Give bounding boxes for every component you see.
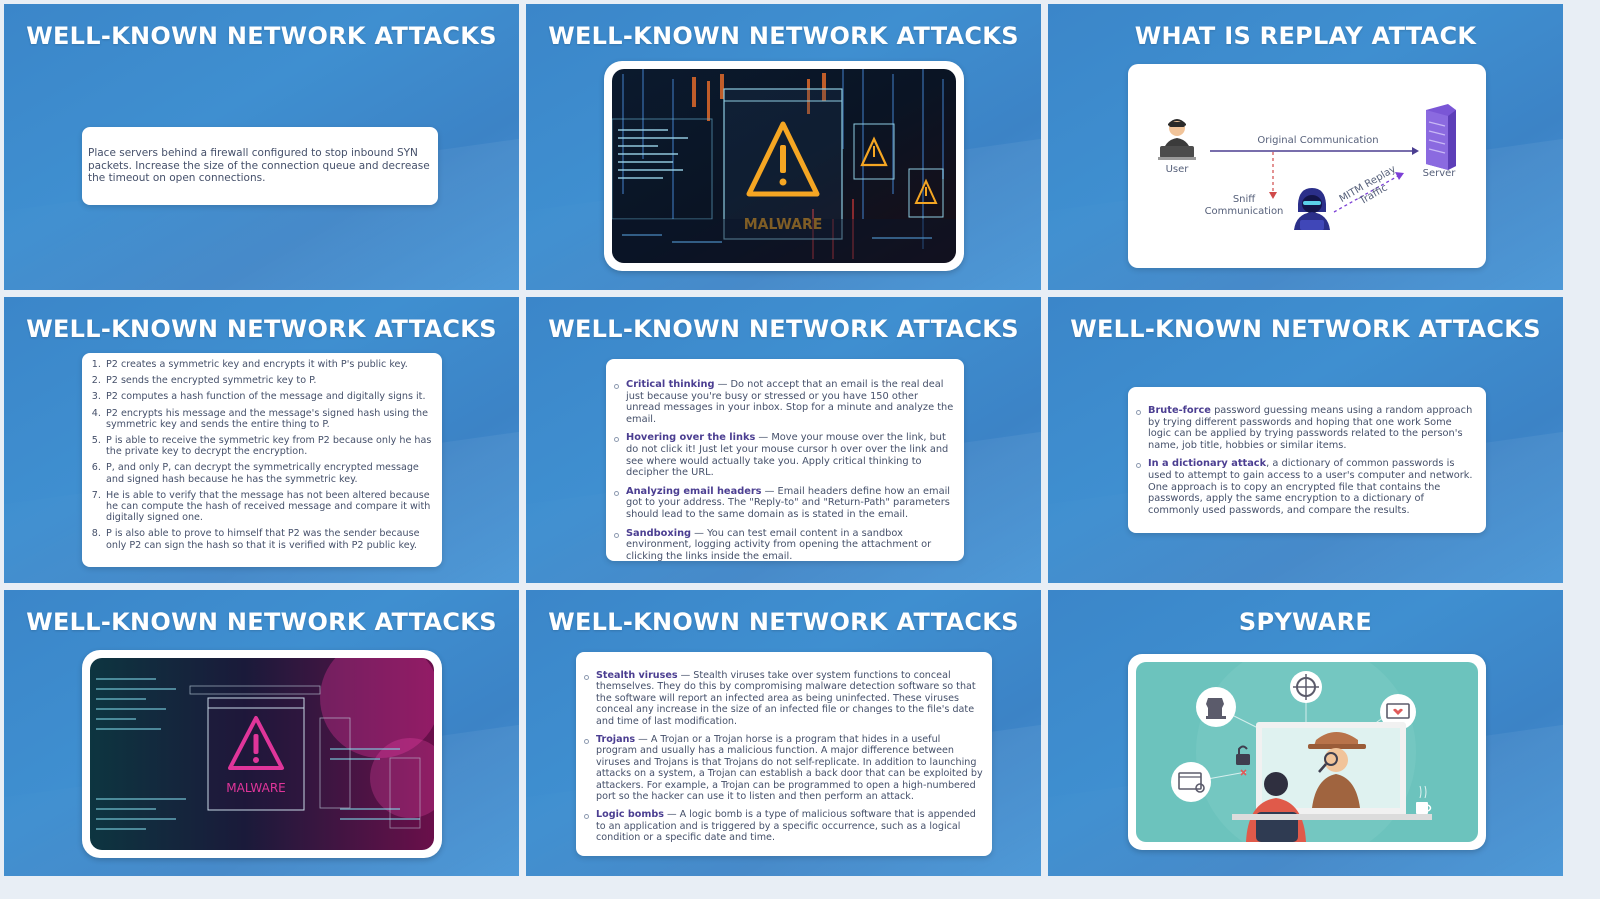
phishing-tips-card: Critical thinking — Do not accept that a… xyxy=(606,359,964,562)
slide-9: SPYWARE xyxy=(1048,590,1563,876)
slide-title: WELL-KNOWN NETWORK ATTACKS xyxy=(1070,315,1541,343)
steps-card: P2 creates a symmetric key and encrypts … xyxy=(82,353,442,567)
server-label: Server xyxy=(1422,168,1456,179)
list-item: Stealth viruses — Stealth viruses take o… xyxy=(584,670,984,727)
password-attacks-list: Brute-force password guessing means usin… xyxy=(1128,387,1486,516)
virus-types-card: Stealth viruses — Stealth viruses take o… xyxy=(576,652,992,856)
slide-title: WHAT IS REPLAY ATTACK xyxy=(1134,22,1477,50)
list-item: Analyzing email headers — Email headers … xyxy=(614,486,954,521)
password-attacks-card: Brute-force password guessing means usin… xyxy=(1128,387,1486,533)
text-card: Place servers behind a firewall configur… xyxy=(82,127,438,205)
hacker-icon xyxy=(1294,188,1330,230)
malware-pink-image: MALWARE xyxy=(90,658,434,850)
slide-title: WELL-KNOWN NETWORK ATTACKS xyxy=(26,22,497,50)
mitm-replay-arrow xyxy=(1333,172,1404,213)
slide-title: WELL-KNOWN NETWORK ATTACKS xyxy=(26,608,497,636)
list-item: In a dictionary attack, a dictionary of … xyxy=(1136,458,1476,516)
list-item: P2 creates a symmetric key and encrypts … xyxy=(104,359,436,370)
warning-icon xyxy=(746,121,820,197)
diagram-card: User Original Communication Server Sniff… xyxy=(1128,64,1486,268)
slide-8: WELL-KNOWN NETWORK ATTACKS Stealth virus… xyxy=(526,590,1041,876)
spyware-illustration xyxy=(1136,662,1478,842)
slide-title: WELL-KNOWN NETWORK ATTACKS xyxy=(548,608,1019,636)
malware-label: MALWARE xyxy=(226,781,285,795)
slide-5: WELL-KNOWN NETWORK ATTACKS Critical thin… xyxy=(526,297,1041,583)
virus-types-list: Stealth viruses — Stealth viruses take o… xyxy=(576,652,992,844)
steps-list: P2 creates a symmetric key and encrypts … xyxy=(82,353,442,551)
coffee-cup-icon xyxy=(1416,785,1432,814)
list-item: He is able to verify that the message ha… xyxy=(104,490,436,524)
original-communication-label: Original Communication xyxy=(1257,135,1379,146)
list-item: P2 computes a hash function of the messa… xyxy=(104,391,436,402)
list-item: P is able to receive the symmetric key f… xyxy=(104,435,436,457)
list-item: Brute-force password guessing means usin… xyxy=(1136,405,1476,451)
target-icon xyxy=(1290,671,1322,703)
list-item: P, and only P, can decrypt the symmetric… xyxy=(104,462,436,484)
user-label: User xyxy=(1165,164,1189,175)
sniff-arrow xyxy=(1269,152,1277,199)
list-item: Critical thinking — Do not accept that a… xyxy=(614,379,954,425)
spyware-image-frame xyxy=(1128,654,1486,850)
server-icon xyxy=(1426,104,1456,170)
list-item: Logic bombs — A logic bomb is a type of … xyxy=(584,809,984,843)
firewall-text: Place servers behind a firewall configur… xyxy=(88,147,430,184)
slide-2: WELL-KNOWN NETWORK ATTACKS xyxy=(526,4,1041,290)
list-item: Trojans — A Trojan or a Trojan horse is … xyxy=(584,734,983,803)
list-item: Hovering over the links — Move your mous… xyxy=(614,432,954,478)
padlock-icon xyxy=(1236,745,1250,776)
slide-title: SPYWARE xyxy=(1238,608,1373,636)
user-icon xyxy=(1158,119,1196,160)
malware-pink-image-frame: MALWARE xyxy=(82,650,442,858)
slide-6: WELL-KNOWN NETWORK ATTACKS Brute-force p… xyxy=(1048,297,1563,583)
trojan-horse-icon xyxy=(1196,687,1236,727)
slide-title: WELL-KNOWN NETWORK ATTACKS xyxy=(548,22,1019,50)
browser-search-icon xyxy=(1171,762,1211,802)
tips-list: Critical thinking — Do not accept that a… xyxy=(606,359,964,562)
malware-image-frame: MALWARE xyxy=(604,61,964,271)
list-item: P is also able to prove to himself that … xyxy=(104,528,436,550)
slide-7: WELL-KNOWN NETWORK ATTACKS xyxy=(4,590,519,876)
slide-title: WELL-KNOWN NETWORK ATTACKS xyxy=(26,315,497,343)
original-communication-arrow xyxy=(1210,147,1419,155)
list-item: P2 sends the encrypted symmetric key to … xyxy=(104,375,436,386)
slide-title: WELL-KNOWN NETWORK ATTACKS xyxy=(548,315,1019,343)
warning-icon xyxy=(228,716,284,770)
slide-1: WELL-KNOWN NETWORK ATTACKS Place servers… xyxy=(4,4,519,290)
slide-3: WHAT IS REPLAY ATTACK User Original Comm… xyxy=(1048,4,1563,290)
list-item: Sandboxing — You can test email content … xyxy=(614,528,954,563)
slide-4: WELL-KNOWN NETWORK ATTACKS P2 creates a … xyxy=(4,297,519,583)
malware-image: MALWARE xyxy=(612,69,956,263)
list-item: P2 encrypts his message and the message'… xyxy=(104,408,436,430)
monitor-heart-icon xyxy=(1380,694,1416,730)
